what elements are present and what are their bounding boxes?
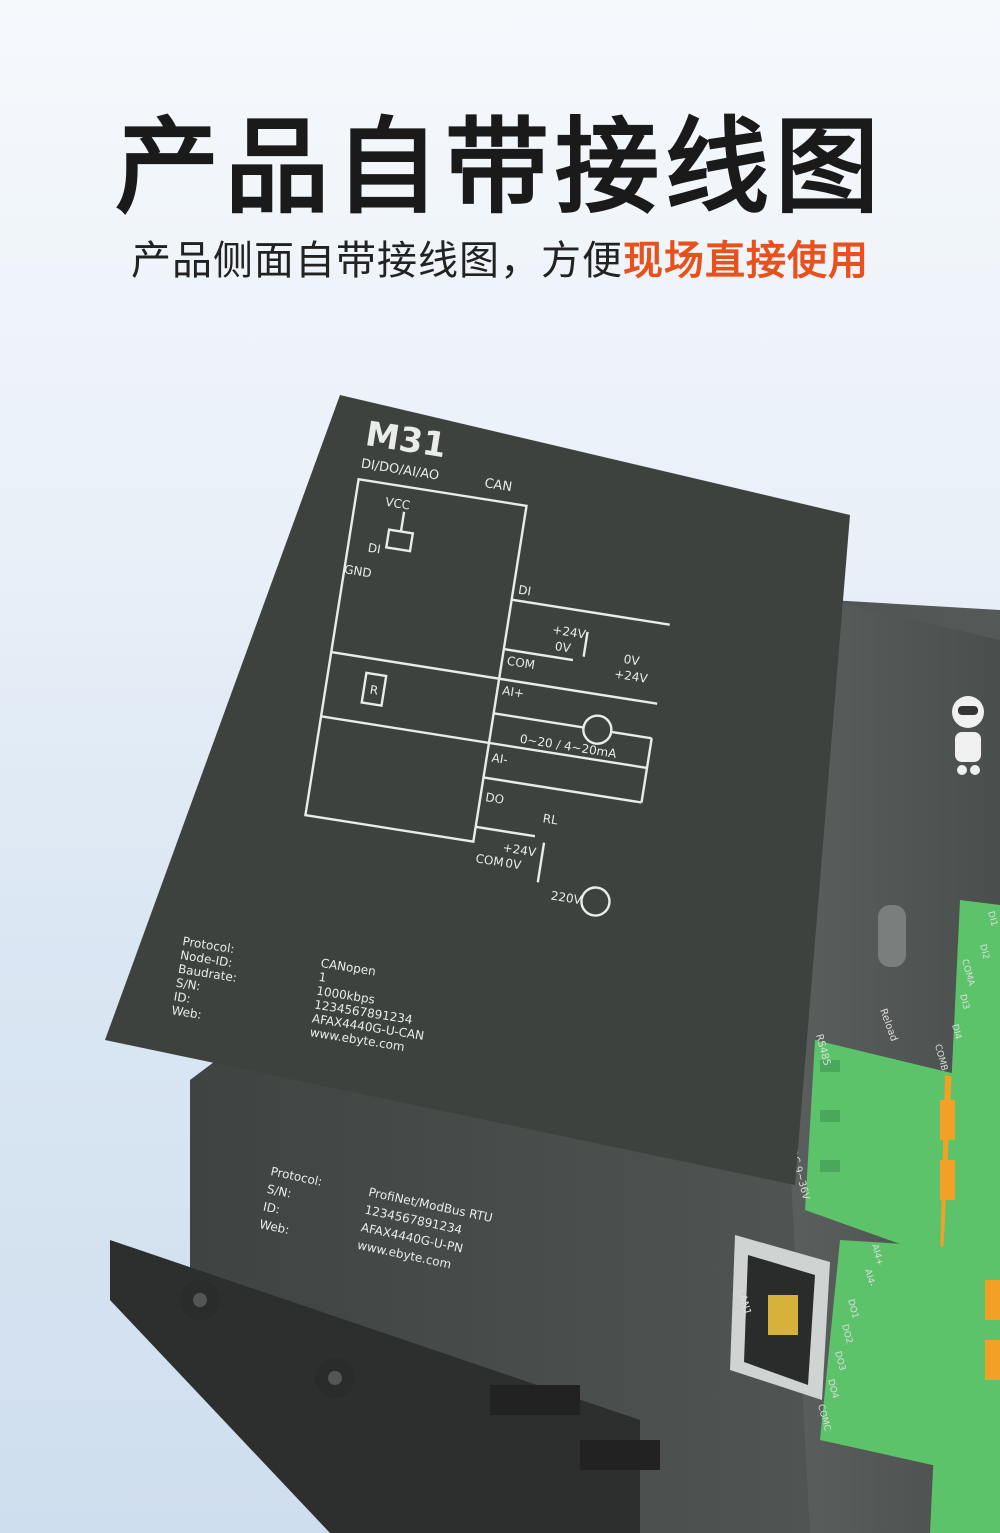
terminal-label: DI1 bbox=[985, 910, 999, 927]
page-title: 产品自带接线图 bbox=[114, 106, 885, 228]
diagram-label: R bbox=[369, 683, 379, 698]
robot-logo-icon bbox=[952, 696, 984, 775]
terminal-label: DI2 bbox=[977, 943, 991, 960]
terminal-label: DI3 bbox=[957, 993, 971, 1010]
diagram-label: DI bbox=[367, 541, 382, 557]
current-meter-icon bbox=[582, 714, 613, 745]
terminal-label: DI4 bbox=[949, 1023, 963, 1041]
diagram-label: DI bbox=[517, 583, 532, 599]
wiring-diagram bbox=[304, 477, 670, 883]
diagram-label: GND bbox=[343, 562, 372, 580]
diagram-label: DO bbox=[484, 790, 505, 807]
diagram-label: 0V bbox=[504, 856, 523, 872]
panel-info-value: 1 bbox=[318, 970, 328, 985]
device-info-key: Web: bbox=[258, 1217, 290, 1237]
device-info-key: ID: bbox=[262, 1199, 281, 1216]
terminal-label: AI4- bbox=[862, 1268, 876, 1288]
diagram-label: 0V bbox=[623, 652, 642, 668]
ac-source-icon bbox=[580, 886, 611, 917]
terminal-label: DO3 bbox=[832, 1350, 847, 1372]
diagram-label: AI- bbox=[491, 751, 509, 767]
wiring-label-panel: M31 DI/DO/AI/AO CAN bbox=[105, 395, 850, 1185]
diagram-label: 220V bbox=[550, 889, 584, 908]
panel-info-key: S/N: bbox=[175, 976, 202, 994]
bus-label: CAN bbox=[483, 476, 513, 495]
lan-port[interactable] bbox=[730, 1235, 830, 1400]
diagram-label: 0V bbox=[554, 639, 573, 655]
rail-connector bbox=[490, 1385, 580, 1415]
device-info-key: S/N: bbox=[266, 1182, 293, 1201]
panel-info-key: Web: bbox=[171, 1003, 203, 1022]
terminal-label: DO1 bbox=[845, 1298, 860, 1320]
subtitle-prefix: 产品侧面自带接线图，方便 bbox=[131, 238, 623, 284]
terminal-block-right bbox=[820, 900, 1000, 1533]
subtitle-highlight: 现场直接使用 bbox=[623, 238, 869, 284]
diagram-label: +24V bbox=[502, 840, 538, 859]
diagram-label: COM bbox=[475, 851, 505, 869]
rail-connector bbox=[580, 1440, 660, 1470]
diagram-label: +24V bbox=[613, 667, 649, 686]
diagram-label: COM bbox=[506, 654, 536, 672]
reload-button[interactable] bbox=[878, 905, 906, 967]
diagram-label: AI+ bbox=[501, 683, 525, 700]
terminal-label: DO2 bbox=[839, 1323, 854, 1345]
diagram-label: RL bbox=[542, 811, 559, 827]
page-subtitle: 产品侧面自带接线图，方便现场直接使用 bbox=[0, 228, 1000, 286]
panel-info-key: ID: bbox=[173, 989, 192, 1005]
diagram-label: VCC bbox=[384, 495, 411, 513]
diagram-label: +24V bbox=[551, 623, 587, 642]
